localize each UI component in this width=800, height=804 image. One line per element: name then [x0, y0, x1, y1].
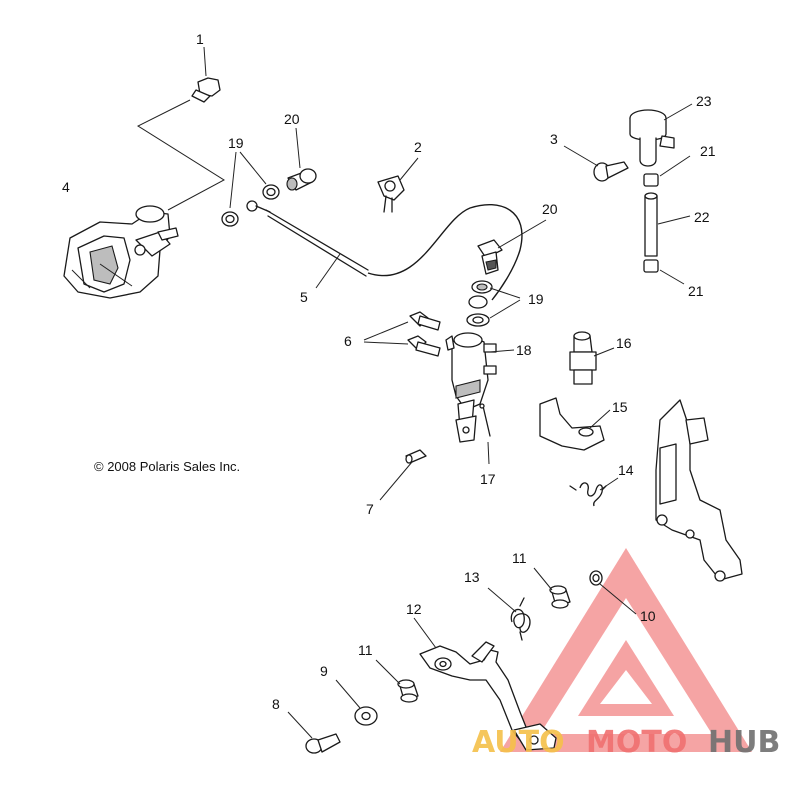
callout-9: 9 [320, 663, 328, 679]
reservoir [629, 109, 675, 167]
leader-10 [599, 583, 637, 615]
leader-18 [489, 349, 515, 353]
copyright-notice: © 2008 Polaris Sales Inc. [94, 459, 240, 474]
leader-9 [335, 679, 361, 709]
brake-line [246, 200, 523, 301]
clamp-21-top [643, 173, 659, 187]
spring-13 [510, 597, 531, 641]
leader-22 [657, 215, 691, 225]
pin-7 [405, 449, 427, 464]
washer-19-mid [466, 280, 493, 327]
leader-11-top [533, 567, 553, 591]
callout-23: 23 [696, 93, 712, 109]
leader-3 [563, 145, 599, 167]
clip-2 [377, 175, 405, 213]
leader-17 [487, 441, 490, 465]
banjo-bolt-20-top [286, 168, 317, 191]
callout-16: 16 [616, 335, 632, 351]
bolt-1 [191, 77, 221, 103]
callout-15: 15 [612, 399, 628, 415]
watermark-word-moto: MOTO [586, 725, 687, 760]
callout-13: 13 [464, 569, 480, 585]
callout-5: 5 [300, 289, 308, 305]
cotter-pin [479, 403, 491, 437]
leader-5 [315, 253, 341, 289]
master-cylinder [445, 332, 497, 443]
leader-21-top [659, 155, 691, 177]
hose-22 [644, 192, 658, 257]
banjo-bolt-20-mid [477, 239, 503, 275]
brake-caliper [63, 205, 179, 299]
callout-21-top: 21 [700, 143, 716, 159]
bushing-11-bottom [397, 679, 419, 703]
callout-19-top: 19 [228, 135, 244, 151]
bushing-11-top [549, 585, 571, 609]
callout-6: 6 [344, 333, 352, 349]
callout-19-mid: 19 [528, 291, 544, 307]
callout-10: 10 [640, 608, 656, 624]
callout-3: 3 [550, 131, 558, 147]
brake-pedal [419, 641, 557, 751]
leader-6 [363, 321, 409, 345]
leader-20-mid [497, 219, 547, 249]
washer-9 [354, 706, 378, 726]
callout-4: 4 [62, 179, 70, 195]
watermark-logo [500, 548, 752, 752]
callout-22: 22 [694, 209, 710, 225]
leader-19-mid [489, 287, 521, 319]
leader-1-y [136, 99, 225, 211]
leader-14 [599, 477, 619, 491]
leader-16 [593, 347, 615, 357]
leader-7 [379, 461, 413, 501]
leader-1 [203, 46, 207, 77]
callout-20-mid: 20 [542, 201, 558, 217]
leader-8 [287, 711, 313, 739]
spring-14 [569, 482, 607, 507]
callout-8: 8 [272, 696, 280, 712]
screw-3 [593, 161, 629, 182]
leader-19-top [229, 151, 267, 209]
watermark-text: AUTO MOTO HUB [472, 725, 780, 760]
pin-bolt-8 [305, 733, 341, 754]
leader-2 [399, 157, 419, 181]
callout-12: 12 [406, 601, 422, 617]
leader-13 [487, 587, 517, 613]
washer-10 [589, 570, 603, 586]
bolts-6 [407, 311, 441, 357]
callout-20-top: 20 [284, 111, 300, 127]
bracket-15 [539, 397, 605, 451]
callout-1: 1 [196, 31, 204, 47]
callout-labels: 1 2 3 4 5 6 7 8 9 10 11 11 12 13 14 15 1… [62, 31, 716, 712]
clamp-21-bottom [643, 259, 659, 273]
callout-21-bottom: 21 [688, 283, 704, 299]
watermark-word-hub: HUB [708, 725, 780, 760]
leader-23 [663, 103, 693, 121]
frame-section [655, 399, 743, 582]
fitting-16 [569, 331, 597, 385]
callout-11-top: 11 [512, 550, 527, 566]
callout-18: 18 [516, 342, 532, 358]
leader-21-bottom [659, 269, 685, 285]
leader-15 [589, 409, 611, 429]
callout-11-bottom: 11 [358, 642, 373, 658]
callout-17: 17 [480, 471, 496, 487]
leader-20-top [295, 127, 301, 169]
watermark-word-auto: AUTO [472, 725, 565, 760]
washer-19-top [221, 184, 280, 227]
callout-14: 14 [618, 462, 634, 478]
callout-7: 7 [366, 501, 374, 517]
leader-12 [413, 617, 437, 649]
leader-11-bottom [375, 659, 401, 685]
callout-2: 2 [414, 139, 422, 155]
